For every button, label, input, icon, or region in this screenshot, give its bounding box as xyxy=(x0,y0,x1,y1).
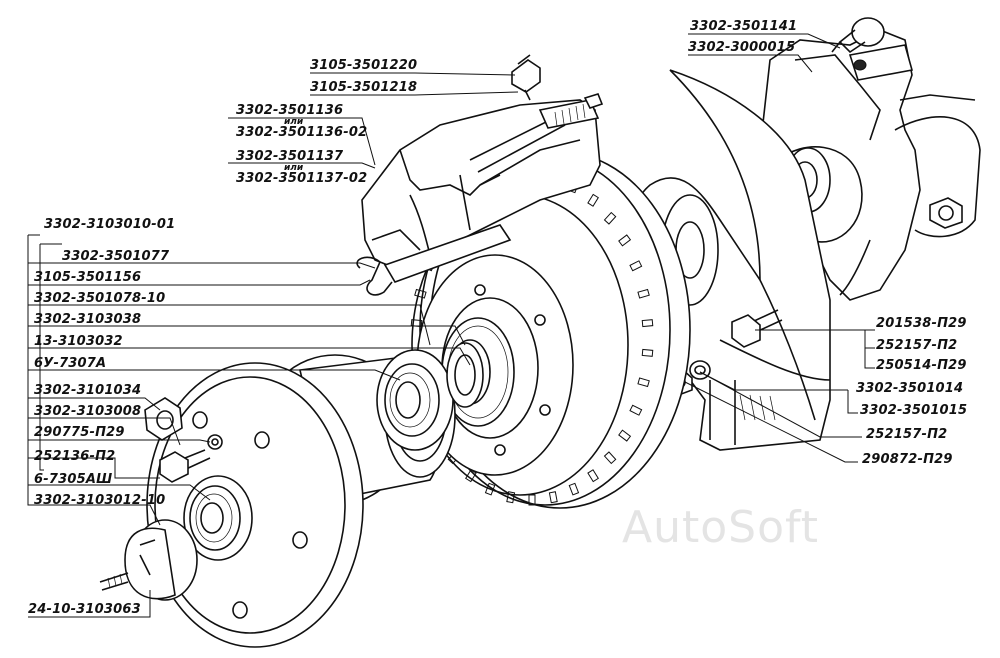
label-3302-3501137: 3302-3501137 xyxy=(236,149,344,164)
hub-bolt-top xyxy=(144,397,183,441)
label-3302-3501078-10: 3302-3501078-10 xyxy=(34,291,166,306)
vent-slot xyxy=(568,482,580,496)
label-3105-3501156: 3105-3501156 xyxy=(34,270,142,285)
label-6u-7307a: 6У-7307А xyxy=(34,356,107,371)
knuckle-nut xyxy=(929,197,963,229)
vent-slot xyxy=(618,429,632,442)
hub-washer xyxy=(207,434,223,450)
vent-slot xyxy=(629,404,643,416)
label-3302-3501136-02: 3302-3501136-02 xyxy=(236,125,368,140)
shield-bolt-upper xyxy=(731,309,783,348)
label-250514-p29: 250514-П29 xyxy=(876,358,967,373)
ball-joint-bolt xyxy=(831,17,914,81)
vent-slot xyxy=(618,234,632,247)
label-3302-3501141: 3302-3501141 xyxy=(690,19,798,34)
brake-caliper xyxy=(361,93,604,283)
label-252136-p2: 252136-П2 xyxy=(34,449,116,464)
label-13-3103032: 13-3103032 xyxy=(34,334,123,349)
hub-seal xyxy=(446,342,484,408)
leader-lines xyxy=(27,33,875,618)
label-3302-3501136: 3302-3501136 xyxy=(236,103,344,118)
label-252157-p2-b: 252157-П2 xyxy=(866,427,948,442)
vent-slot xyxy=(603,451,617,465)
hub-bolt xyxy=(159,449,211,483)
vent-slot xyxy=(641,348,654,357)
label-24-10-3103063: 24-10-3103063 xyxy=(28,602,141,617)
label-6-7305ash: 6-7305АШ xyxy=(34,472,113,487)
connector-or-2: или xyxy=(284,163,304,173)
vent-slot xyxy=(637,377,650,388)
bleeder-valve xyxy=(511,54,541,101)
label-3302-3103012-10: 3302-3103012-10 xyxy=(34,493,166,508)
vent-slot xyxy=(629,260,643,272)
label-3302-3501015: 3302-3501015 xyxy=(860,403,968,418)
label-3302-3103038: 3302-3103038 xyxy=(34,312,142,327)
label-3302-3501077: 3302-3501077 xyxy=(62,249,170,264)
vent-slot xyxy=(641,319,654,328)
vent-slot xyxy=(484,482,496,496)
watermark: AutoSoft xyxy=(622,502,819,553)
vent-slot xyxy=(587,469,599,483)
vent-slot xyxy=(637,288,650,299)
vent-slot xyxy=(506,491,516,504)
label-3302-3101034: 3302-3101034 xyxy=(34,383,142,398)
inner-bearing xyxy=(376,349,454,451)
vent-slot xyxy=(548,491,558,504)
label-290775-p29: 290775-П29 xyxy=(34,425,125,440)
spring-clip xyxy=(356,256,393,296)
label-3302-3501014: 3302-3501014 xyxy=(856,381,964,396)
connector-or-1: или xyxy=(284,117,304,127)
label-201538-p29: 201538-П29 xyxy=(876,316,967,331)
vent-slot xyxy=(603,211,617,225)
hub-cap xyxy=(99,519,198,601)
label-3302-3000015: 3302-3000015 xyxy=(688,40,796,55)
outer-bearing xyxy=(183,475,253,561)
label-3105-3501218: 3105-3501218 xyxy=(310,80,418,95)
vent-slot xyxy=(414,288,427,299)
label-3302-3501137-02: 3302-3501137-02 xyxy=(236,171,368,186)
label-3302-3103008: 3302-3103008 xyxy=(34,404,142,419)
label-3105-3501220: 3105-3501220 xyxy=(310,58,418,73)
vent-slot xyxy=(587,193,599,207)
label-3302-3103010-01: 3302-3103010-01 xyxy=(44,217,176,232)
label-252157-p2-a: 252157-П2 xyxy=(876,338,958,353)
label-290872-p29: 290872-П29 xyxy=(862,452,953,467)
vent-slot xyxy=(528,494,536,506)
